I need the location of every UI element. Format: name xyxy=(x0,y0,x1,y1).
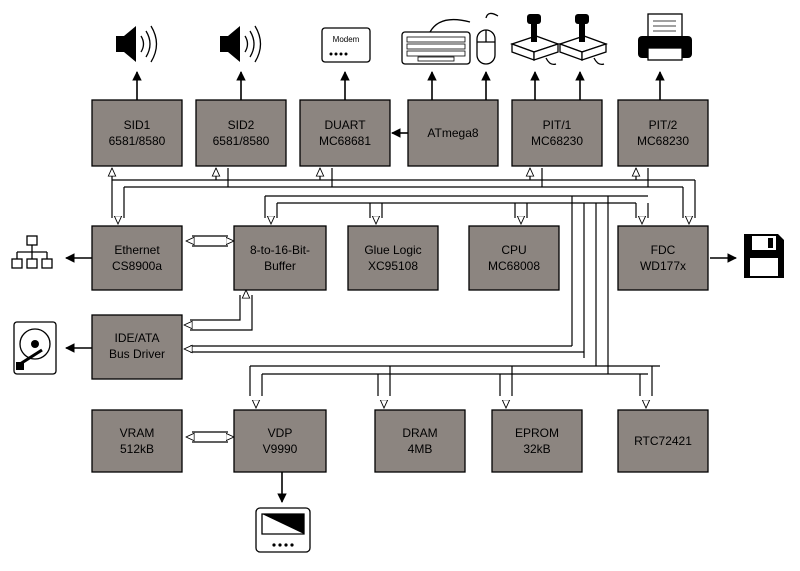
vram-chip: VRAM 512kB xyxy=(91,409,183,473)
dram-chip: DRAM 4MB xyxy=(374,409,466,473)
glue-logic-name: Glue Logic xyxy=(364,243,421,257)
pit2-chip: PIT/2 MC68230 xyxy=(617,99,709,167)
modem-icon: Modem xyxy=(321,27,371,63)
mouse-icon xyxy=(476,12,499,65)
printer-icon xyxy=(638,13,692,61)
duart-name: DUART xyxy=(324,118,366,132)
vdp-model: V9990 xyxy=(263,442,298,456)
sid2-chip: SID2 6581/8580 xyxy=(195,99,287,167)
ethernet-model: CS8900a xyxy=(112,259,162,273)
hard-disk-icon xyxy=(13,321,57,375)
ethernet-chip: Ethernet CS8900a xyxy=(91,225,183,291)
ide-name: IDE/ATA xyxy=(115,331,160,345)
ide-driver-chip: IDE/ATA Bus Driver xyxy=(91,314,183,380)
speaker-icon xyxy=(116,25,158,63)
buffer-chip: 8-to-16-Bit- Buffer xyxy=(233,225,327,291)
keyboard-icon xyxy=(401,18,471,65)
eprom-chip: EPROM 32kB xyxy=(491,409,583,473)
pit1-chip: PIT/1 MC68230 xyxy=(511,99,603,167)
atmega-name: ATmega8 xyxy=(427,126,478,140)
vdp-chip: VDP V9990 xyxy=(233,409,327,473)
vram-name: VRAM xyxy=(120,426,155,440)
sid2-name: SID2 xyxy=(228,118,255,132)
atmega-chip: ATmega8 xyxy=(407,99,499,167)
sid1-chip: SID1 6581/8580 xyxy=(91,99,183,167)
vdp-name: VDP xyxy=(268,426,293,440)
network-icon xyxy=(11,235,53,269)
joystick-icon xyxy=(510,14,560,66)
local-links xyxy=(186,235,234,443)
buffer-name: 8-to-16-Bit- xyxy=(250,243,310,257)
speaker-icon xyxy=(220,25,262,63)
pit2-name: PIT/2 xyxy=(649,118,678,132)
eprom-size: 32kB xyxy=(523,442,550,456)
cpu-name: CPU xyxy=(501,243,526,257)
sid2-model: 6581/8580 xyxy=(213,134,270,148)
sid1-model: 6581/8580 xyxy=(109,134,166,148)
rtc-chip: RTC72421 xyxy=(617,409,709,473)
floppy-disk-icon xyxy=(744,234,784,278)
pit1-name: PIT/1 xyxy=(543,118,572,132)
joystick-icon xyxy=(558,14,608,66)
glue-logic-model: XC95108 xyxy=(368,259,418,273)
fdc-chip: FDC WD177x xyxy=(617,225,709,291)
cpu-chip: CPU MC68008 xyxy=(468,225,560,291)
buffer-model: Buffer xyxy=(264,259,296,273)
monitor-icon xyxy=(255,507,311,553)
pit2-model: MC68230 xyxy=(637,134,689,148)
rtc-name: RTC72421 xyxy=(634,434,692,448)
pit1-model: MC68230 xyxy=(531,134,583,148)
duart-model: MC68681 xyxy=(319,134,371,148)
modem-label: Modem xyxy=(333,35,360,44)
glue-logic-chip: Glue Logic XC95108 xyxy=(347,225,439,291)
ide-model: Bus Driver xyxy=(109,347,165,361)
eprom-name: EPROM xyxy=(515,426,559,440)
cpu-model: MC68008 xyxy=(488,259,540,273)
vram-size: 512kB xyxy=(120,442,154,456)
duart-chip: DUART MC68681 xyxy=(299,99,391,167)
dram-name: DRAM xyxy=(402,426,437,440)
fdc-model: WD177x xyxy=(640,259,686,273)
ethernet-name: Ethernet xyxy=(114,243,160,257)
fdc-name: FDC xyxy=(651,243,676,257)
sid1-name: SID1 xyxy=(124,118,151,132)
dram-size: 4MB xyxy=(408,442,433,456)
peripheral-arrows xyxy=(65,71,737,503)
